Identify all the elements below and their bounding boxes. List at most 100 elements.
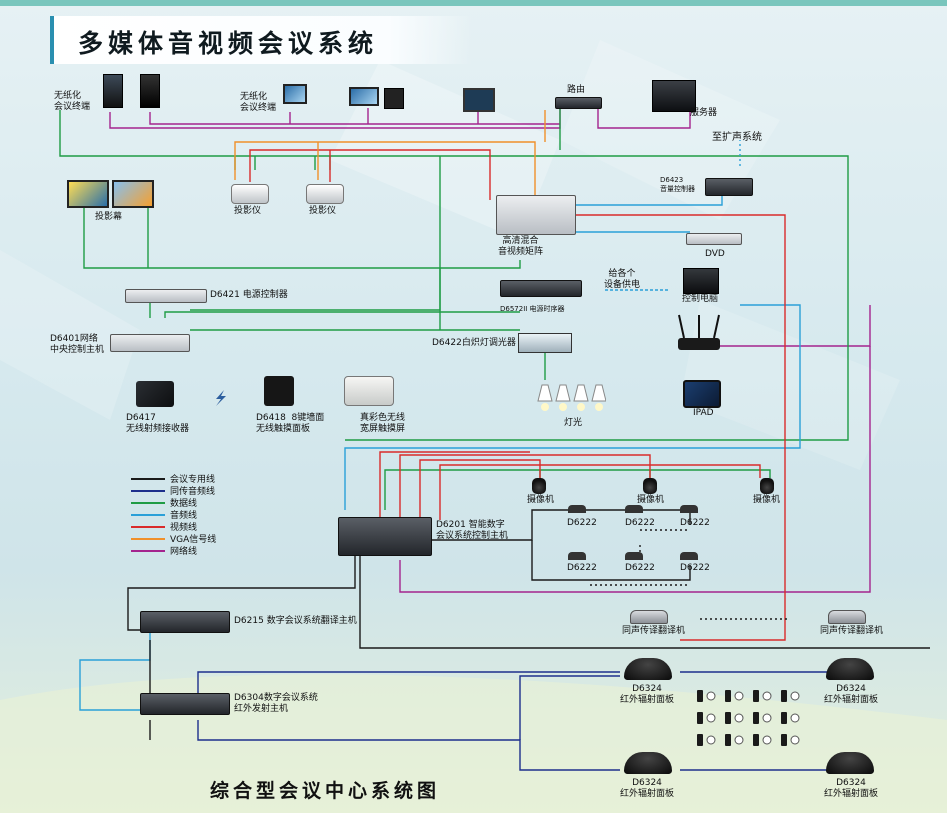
d6222-unit-4 [568, 552, 586, 560]
d6324-label-2: D6324 红外辐射面板 [824, 684, 879, 705]
d6222-unit-3 [680, 505, 698, 513]
legend-line-1 [131, 490, 165, 492]
d6222-label-2: D6222 [625, 518, 655, 528]
d6222-label-5: D6222 [625, 563, 655, 573]
ipad-label: IPAD [693, 408, 714, 418]
d6324-label-1: D6324 红外辐射面板 [620, 684, 675, 705]
legend-line-4 [131, 526, 165, 528]
d6222-label-1: D6222 [567, 518, 597, 528]
to-pa-label: 至扩声系统 [712, 132, 762, 143]
router-device [555, 97, 602, 109]
d6222-label-3: D6222 [680, 518, 710, 528]
d6422-device [518, 333, 572, 353]
d6421-device [125, 289, 207, 303]
d6222-unit-2 [625, 505, 643, 513]
camera-label-3: 摄像机 [753, 495, 781, 505]
projector-label-1: 投影仪 [234, 206, 262, 216]
laptop-device [349, 87, 379, 107]
camera-1 [532, 478, 546, 494]
d6423-device [705, 178, 753, 196]
interpreter-label-2: 同声传译翻译机 [820, 626, 884, 636]
dotted-chains [590, 529, 790, 620]
d6324-panel-2 [826, 658, 874, 680]
d6418-device [264, 376, 294, 406]
legend-label-2: 数据线 [170, 499, 198, 509]
d6201-label: D6201 智能数字 会议系统控制主机 [436, 520, 509, 541]
touch-screen-label: 真彩色无线 宽屏触摸屏 [360, 413, 406, 434]
wireless-router-device [678, 338, 720, 350]
projection-screen-2 [112, 180, 154, 208]
paperless-terminal-2 [140, 74, 160, 108]
camera-2 [643, 478, 657, 494]
translation-lines [197, 671, 830, 771]
d6222-unit-5 [625, 552, 643, 560]
router-label: 路由 [567, 85, 586, 95]
legend-label-6: 网络线 [170, 547, 198, 557]
d6417-device [136, 381, 174, 407]
tablet-device [384, 88, 404, 109]
camera-3 [760, 478, 774, 494]
legend-line-5 [131, 538, 165, 540]
d6421-label: D6421 电源控制器 [210, 290, 288, 300]
d6572-label: D6572II 电源时序器 [500, 305, 565, 313]
diagram-footer-title: 综合型会议中心系统图 [210, 780, 441, 802]
d6215-device [140, 611, 230, 633]
touch-screen-device [344, 376, 394, 406]
paperless-terminal-label-1: 无纸化 会议终端 [54, 91, 91, 112]
dvd-label: DVD [705, 249, 725, 259]
d6324-panel-1 [624, 658, 672, 680]
antenna-icon [678, 314, 720, 339]
legend-label-5: VGA信号线 [170, 535, 217, 545]
server-label: 服务器 [690, 108, 718, 118]
d6304-label: D6304数字会议系统 红外发射主机 [234, 693, 318, 714]
d6222-label-6: D6222 [680, 563, 710, 573]
d6401-label: D6401网络 中央控制主机 [50, 334, 105, 355]
d6417-label: D6417 无线射频接收器 [126, 413, 190, 434]
paperless-terminal-1 [103, 74, 123, 108]
screen-label: 投影幕 [95, 212, 123, 222]
control-pc-label: 控制电脑 [682, 294, 719, 304]
d6324-label-3: D6324 红外辐射面板 [620, 778, 675, 799]
projection-screen-1 [67, 180, 109, 208]
legend-label-3: 音频线 [170, 511, 198, 521]
data-lines [59, 108, 849, 510]
legend-label-1: 同传音频线 [170, 487, 216, 497]
ir-receiver-grid [697, 690, 800, 746]
control-pc-device [683, 268, 719, 294]
title-banner [50, 16, 472, 64]
hd-matrix-device [496, 195, 576, 235]
d6222-unit-6 [680, 552, 698, 560]
d6422-label: D6422白炽灯调光器 [432, 338, 516, 348]
dvd-device [686, 233, 742, 245]
ipad-device [683, 380, 721, 408]
d6201-device [338, 517, 432, 556]
projector-label-2: 投影仪 [309, 206, 337, 216]
video-lines [249, 149, 786, 641]
legend-label-4: 视频线 [170, 523, 198, 533]
interpreter-label-1: 同声传译翻译机 [622, 626, 686, 636]
legend-label-0: 会议专用线 [170, 475, 216, 485]
d6215-label: D6215 数字会议系统翻译主机 [234, 616, 357, 626]
d6401-device [110, 334, 190, 352]
vga-lines [234, 110, 546, 200]
interpreter-unit-2 [828, 610, 866, 624]
d6324-label-4: D6324 红外辐射面板 [824, 778, 879, 799]
monitor-device [463, 88, 495, 112]
legend-line-0 [131, 478, 165, 480]
paperless-terminal-3 [283, 84, 307, 106]
conference-lines [127, 509, 930, 740]
d6222-label-4: D6222 [567, 563, 597, 573]
page-title: 多媒体音视频会议系统 [78, 29, 379, 58]
d6304-device [140, 693, 230, 715]
camera-label-1: 摄像机 [527, 495, 555, 505]
d6572-device [500, 280, 582, 297]
lights-label: 灯光 [564, 418, 583, 428]
projector-2 [306, 184, 344, 204]
projector-1 [231, 184, 269, 204]
lightning-icon [216, 390, 226, 406]
camera-label-2: 摄像机 [637, 495, 665, 505]
paperless-terminal-label-2: 无纸化 会议终端 [240, 92, 277, 113]
legend-line-6 [131, 550, 165, 552]
